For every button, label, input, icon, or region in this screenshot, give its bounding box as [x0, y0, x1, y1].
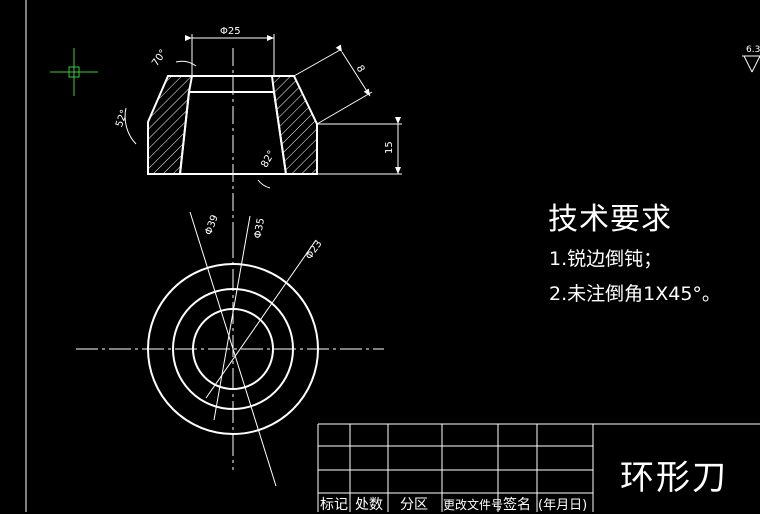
crosshair-cursor	[50, 48, 98, 96]
surface-finish-symbol	[742, 55, 760, 73]
dim-height: 15	[384, 141, 395, 154]
dim-left-angle: 52°	[114, 108, 130, 128]
dim-circle-small: Φ23	[304, 239, 325, 262]
title-block	[317, 423, 760, 512]
dim-circle-large: Φ39	[203, 213, 220, 236]
section-view: Φ25 70° 52° 82° 8 15	[114, 26, 402, 236]
tech-requirement-item-2: 2.未注倒角1X45°。	[549, 283, 721, 305]
dim-top-diameter: Φ25	[220, 26, 241, 37]
circle-inner	[192, 308, 274, 390]
tb-header-mark: 标记	[320, 497, 348, 513]
surface-finish-value: 6.3	[746, 45, 760, 55]
tb-header-date: (年月日)	[538, 498, 588, 513]
tb-header-count: 处数	[355, 497, 383, 513]
dim-top-angle: 70°	[150, 48, 169, 69]
part-name: 环形刀	[620, 458, 728, 498]
circle-middle	[172, 288, 294, 410]
dim-slant-length: 8	[354, 64, 367, 75]
tb-header-change-doc: 更改文件号	[443, 498, 504, 512]
tb-header-signature: 签名	[503, 497, 531, 513]
circle-outer	[147, 263, 319, 435]
dim-inner-angle: 82°	[259, 149, 277, 170]
tech-requirements-title: 技术要求	[548, 202, 672, 237]
tb-header-zone: 分区	[400, 497, 428, 513]
tech-requirement-item-1: 1.锐边倒钝；	[549, 248, 663, 270]
plan-view: Φ39 Φ35 Φ23	[76, 211, 384, 487]
dim-circle-medium: Φ35	[253, 217, 267, 239]
